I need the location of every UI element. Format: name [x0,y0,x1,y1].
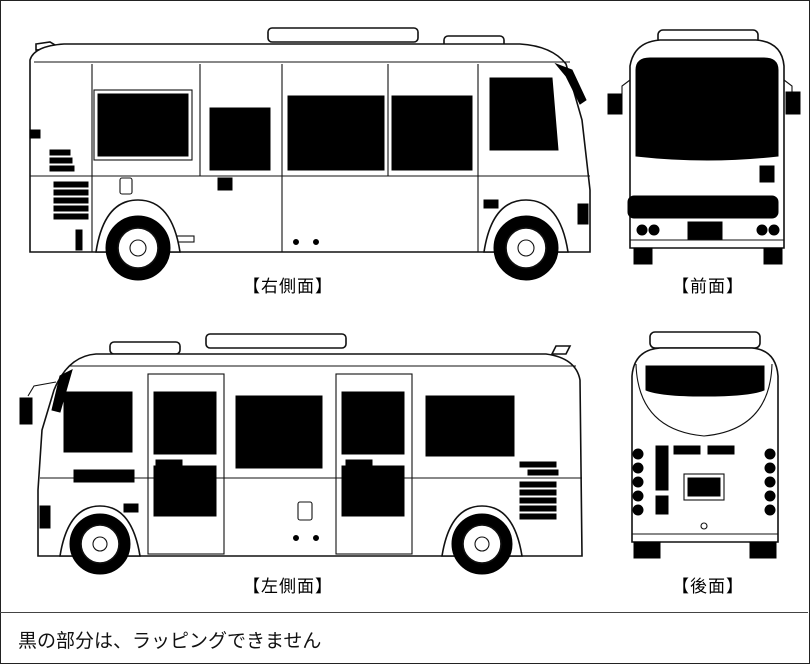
right-side-caption: 【右側面】 [243,277,333,297]
bus-rear-view: 【後面】 [600,320,808,610]
bus-front-view: 【前面】 [600,0,808,300]
no-wrap-note: 黒の部分は、ラッピングできません [18,630,322,652]
front-caption: 【前面】 [672,277,744,297]
bus-right-side-drawing [29,27,591,281]
bus-front-drawing [607,29,801,265]
bus-rear-drawing [631,331,779,559]
bus-left-side-view: 【左側面】 [0,320,600,610]
left-side-caption: 【左側面】 [243,577,333,597]
bus-right-side-view: 【右側面】 [0,0,600,300]
rear-caption: 【後面】 [672,577,744,597]
note-divider [0,612,808,613]
bus-left-side-drawing [19,333,583,575]
